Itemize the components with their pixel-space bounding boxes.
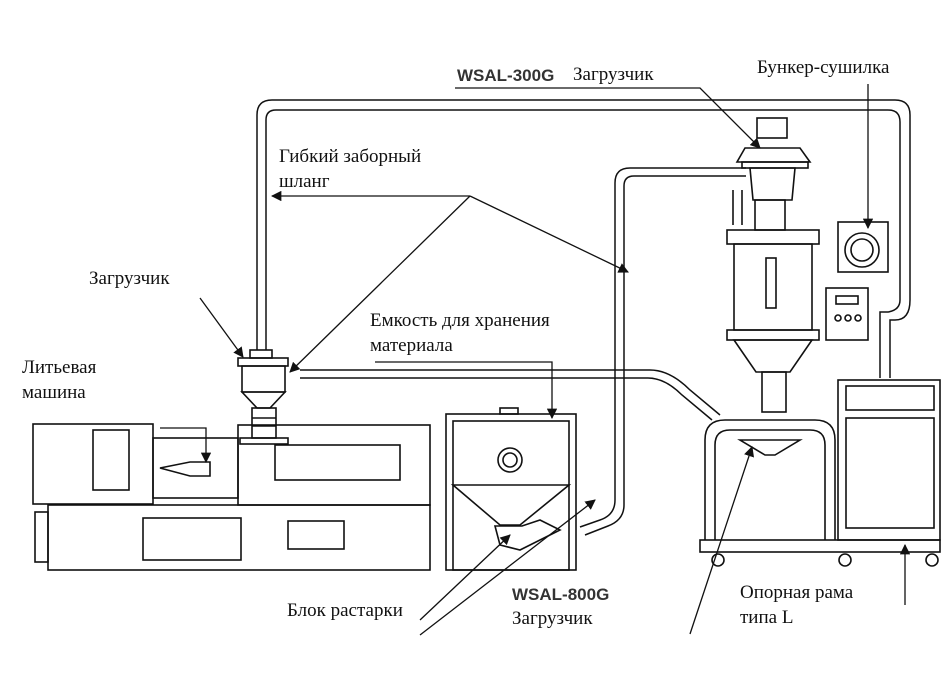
label-loader-300: Загрузчик xyxy=(573,64,654,85)
label-loader-800: Загрузчик xyxy=(512,608,593,629)
storage-box xyxy=(445,407,577,571)
label-left-loader: Загрузчик xyxy=(89,268,170,289)
left-loader xyxy=(237,349,289,445)
right-unit xyxy=(699,117,941,567)
label-flexible-hose-2: шланг xyxy=(279,171,330,192)
label-storage-1: Емкость для хранения xyxy=(370,310,550,331)
label-flexible-hose-1: Гибкий заборный xyxy=(279,146,422,167)
label-model-300: WSAL-300G xyxy=(457,66,555,85)
label-injection-1: Литьевая xyxy=(22,357,97,378)
label-injection-2: машина xyxy=(22,382,86,403)
conveying-pipes xyxy=(256,99,911,536)
label-model-800: WSAL-800G xyxy=(512,585,610,604)
leader-lines xyxy=(160,84,911,636)
label-frame-2: типа L xyxy=(740,607,794,628)
label-dryer-hopper: Бункер-сушилка xyxy=(757,57,890,78)
label-frame-1: Опорная рама xyxy=(740,582,854,603)
label-unpack-block: Блок растарки xyxy=(287,600,403,621)
injection-machine xyxy=(32,423,431,571)
label-storage-2: материала xyxy=(370,335,453,356)
